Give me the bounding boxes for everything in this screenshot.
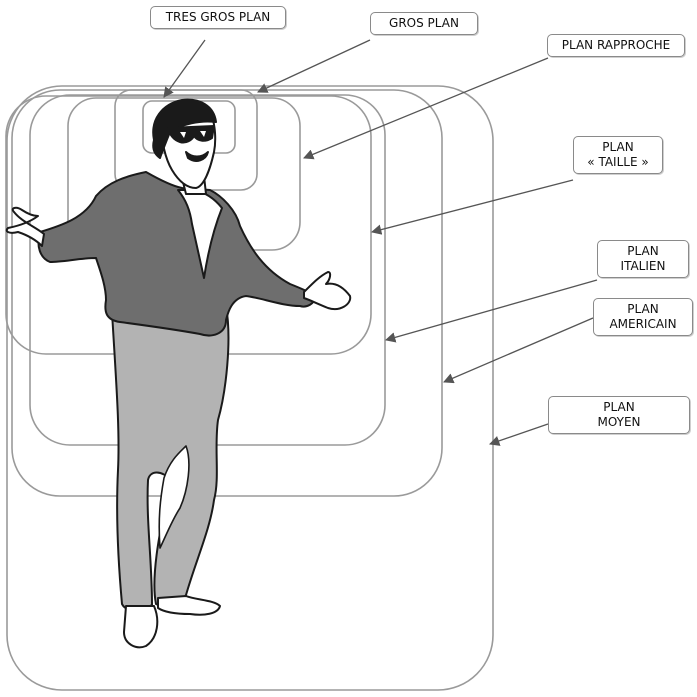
label-gros-plan-text: GROS PLAN xyxy=(389,16,459,30)
sunglasses xyxy=(167,125,215,144)
label-plan-americain-line2: AMERICAIN xyxy=(609,317,677,331)
arrow-gros-plan xyxy=(257,39,371,93)
label-plan-americain-line1: PLAN xyxy=(627,302,659,316)
frame-plan-moyen xyxy=(6,85,494,691)
framing-rectangles xyxy=(5,85,494,691)
glasses-shine xyxy=(180,131,206,138)
arrow-plan-italien xyxy=(384,279,598,343)
arrow-tres-gros-plan xyxy=(163,39,206,98)
label-tres-gros-plan-text: TRES GROS PLAN xyxy=(165,10,271,24)
label-plan-italien: PLAN ITALIEN xyxy=(597,240,689,278)
label-plan-moyen-line2: MOYEN xyxy=(597,415,641,429)
label-plan-rapproche: PLAN RAPPROCHE xyxy=(547,34,685,57)
pants xyxy=(111,305,230,612)
character-figure xyxy=(5,98,352,649)
mouth xyxy=(185,151,209,162)
label-plan-taille-line2: « TAILLE » xyxy=(587,155,649,169)
hand-right xyxy=(303,271,352,310)
arrow-plan-rapproche xyxy=(303,57,549,160)
pants-gap xyxy=(158,445,190,549)
shoe-right xyxy=(157,595,221,616)
label-plan-rapproche-text: PLAN RAPPROCHE xyxy=(561,38,671,52)
arrow-plan-americain xyxy=(443,317,594,384)
arrow-plan-moyen xyxy=(489,423,549,446)
label-plan-taille-line1: PLAN xyxy=(602,140,634,154)
label-plan-italien-line2: ITALIEN xyxy=(620,259,666,273)
shirt xyxy=(177,189,223,279)
label-tres-gros-plan: TRES GROS PLAN xyxy=(150,6,286,29)
label-plan-italien-line1: PLAN xyxy=(627,244,659,258)
label-plan-moyen: PLAN MOYEN xyxy=(548,396,690,434)
shoe-left xyxy=(123,605,159,649)
hand-left xyxy=(5,206,45,247)
label-gros-plan: GROS PLAN xyxy=(370,12,478,35)
label-plan-americain: PLAN AMERICAIN xyxy=(593,298,693,336)
label-plan-taille: PLAN « TAILLE » xyxy=(573,136,663,174)
jacket xyxy=(37,171,316,337)
cap xyxy=(152,98,217,159)
label-plan-moyen-line1: PLAN xyxy=(603,400,635,414)
arrow-plan-taille xyxy=(370,179,574,235)
callout-arrows xyxy=(163,39,598,446)
